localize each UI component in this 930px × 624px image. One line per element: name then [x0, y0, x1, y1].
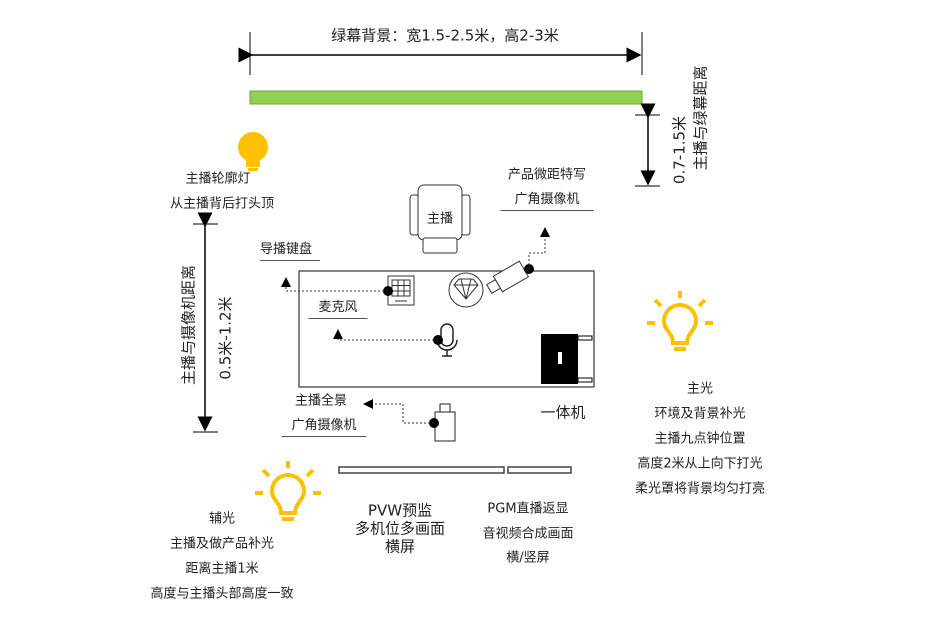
green-screen — [249, 90, 643, 105]
all-in-one-label: 一体机 — [540, 403, 586, 422]
keyboard-label: 导播键盘 — [259, 243, 321, 261]
microphone-label: 麦克风 — [308, 301, 368, 319]
fill-light-desc: 主播及做产品补光 — [169, 536, 275, 552]
wide-camera-label: 主播全景 — [294, 393, 348, 409]
wide-camera-type: 广角摄像机 — [281, 419, 367, 437]
screen-title: 绿幕背景：宽1.5-2.5米，高2-3米 — [331, 26, 559, 45]
fill-light-desc: 距离主播1米 — [185, 561, 259, 577]
pvw-orientation: 横屏 — [384, 537, 416, 556]
camera-distance-label: 主播与摄像机距离 — [179, 264, 198, 386]
key-light-label: 主光 — [686, 381, 714, 397]
key-light-desc: 高度2米从上向下打光 — [637, 456, 763, 472]
screen-distance-value: 0.7-1.5米 — [670, 115, 689, 185]
key-light-desc: 柔光罩将背景均匀打亮 — [634, 481, 766, 497]
pgm-label: PGM直播返显 — [487, 501, 569, 517]
product-diamond-icon — [448, 272, 484, 308]
pvw-monitor — [338, 466, 505, 474]
macro-camera-type: 广角摄像机 — [500, 193, 594, 211]
camera-distance-dimension — [193, 212, 218, 433]
key-light-bulb-icon — [645, 289, 715, 351]
rim-light-bulb-icon — [238, 132, 268, 171]
fill-light-bulb-icon — [253, 459, 323, 521]
desk — [298, 270, 595, 388]
anchor-label: 主播 — [426, 211, 454, 227]
fill-light-desc: 高度与主播头部高度一致 — [150, 586, 294, 602]
pvw-label: PVW预监 — [367, 501, 433, 520]
fill-light-label: 辅光 — [208, 511, 236, 527]
camera-distance-value: 0.5米-1.2米 — [216, 296, 235, 380]
pgm-monitor — [507, 466, 572, 474]
key-light-desc: 环境及背景补光 — [654, 406, 746, 422]
macro-camera-icon — [486, 260, 530, 295]
screen-distance-dimension — [635, 103, 660, 187]
rim-light-desc: 从主播背后打头顶 — [169, 196, 275, 212]
pgm-orientation: 横/竖屏 — [506, 550, 550, 566]
pvw-desc: 多机位多画面 — [354, 519, 446, 538]
all-in-one-machine-icon — [541, 334, 593, 384]
rim-light-label: 主播轮廓灯 — [185, 171, 251, 187]
anchor-chair-icon — [409, 184, 471, 254]
macro-camera-label: 产品微距特写 — [507, 167, 587, 183]
screen-width-dimension — [238, 32, 643, 75]
screen-distance-label: 主播与绿幕距离 — [691, 65, 710, 171]
key-light-desc: 主播九点钟位置 — [654, 431, 746, 447]
pgm-desc: 音视频合成画面 — [482, 526, 574, 542]
